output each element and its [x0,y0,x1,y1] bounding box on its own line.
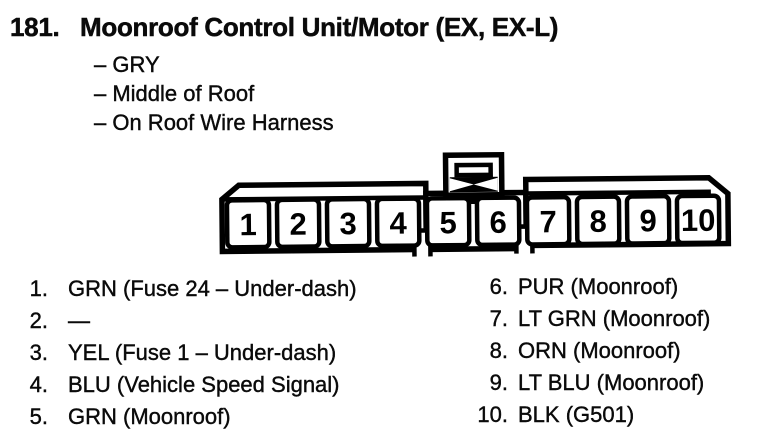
legend-row: 7. LT GRN (Moonroof) [440,306,710,338]
legend-row: 9. LT BLU (Moonroof) [440,370,710,402]
pin-ref: 3. [29,340,48,365]
pin-description: GRN (Fuse 24 – Under-dash) [68,276,357,301]
pin-number: 4 [389,206,407,241]
pin-legend-left: 1. GRN (Fuse 24 – Under-dash) 2. — 3. YE… [0,276,357,436]
latch-cutout-right [473,177,498,191]
pin-number: 8 [589,204,607,239]
legend-row: 3. YEL (Fuse 1 – Under-dash) [0,340,357,372]
pin-description: GRN (Moonroof) [68,404,231,429]
latch-cutout-left [449,178,474,192]
section-number: 181. [10,12,60,43]
pin-number: 10 [681,203,716,238]
section-heading: 181. Moonroof Control Unit/Motor (EX, EX… [10,12,559,43]
note-color: – GRY [94,52,160,77]
connector-notes: – GRY – Middle of Roof – On Roof Wire Ha… [94,50,334,137]
pin-ref: 4. [29,372,48,397]
note-harness: – On Roof Wire Harness [94,110,334,135]
pin-number: 5 [439,205,457,240]
legend-row: 8. ORN (Moonroof) [440,338,710,370]
pin-legend-right: 6. PUR (Moonroof) 7. LT GRN (Moonroof) 8… [440,274,710,434]
pin-description: PUR (Moonroof) [518,274,679,299]
pin-description: — [68,308,90,333]
pin-ref: 2. [29,308,48,333]
pin-number: 2 [289,207,307,242]
pin-cell [274,197,322,250]
pin-description: YEL (Fuse 1 – Under-dash) [68,340,337,365]
pin-ref: 8. [489,338,508,363]
legend-row: 10. BLK (G501) [440,402,710,434]
note-location: – Middle of Roof [94,81,255,106]
connector-right-topface [525,189,711,196]
connector-lock-tab [442,151,505,205]
pin-cell [374,196,422,249]
pin-cell [674,193,722,246]
pin-number: 1 [239,207,257,242]
pin-ref: 7. [489,306,508,331]
pin-description: BLU (Vehicle Speed Signal) [68,372,340,397]
pin-ref: 5. [29,404,48,429]
legend-row: 5. GRN (Moonroof) [0,404,357,436]
lock-tab-slot [454,162,493,178]
pin-description: LT GRN (Moonroof) [518,306,711,331]
page-title: Moonroof Control Unit/Motor (EX, EX-L) [80,12,559,43]
pin-number: 7 [539,204,557,239]
pin-description: ORN (Moonroof) [518,338,681,363]
lock-tab-latch [449,176,498,193]
pin-number: 3 [339,206,357,241]
pin-ref: 6. [489,274,508,299]
pin-ref: 1. [29,276,48,301]
pin-cell [424,195,472,248]
pin-ref: 9. [489,370,508,395]
legend-row: 1. GRN (Fuse 24 – Under-dash) [0,276,357,308]
pin-cell [574,194,622,247]
pin-ref: 10. [477,402,508,427]
pin-description: BLK (G501) [518,402,635,427]
pin-number: 9 [639,203,657,238]
legend-row: 4. BLU (Vehicle Speed Signal) [0,372,357,404]
legend-row: 6. PUR (Moonroof) [440,274,710,306]
pin-cell [524,194,572,247]
pin-description: LT BLU (Moonroof) [518,370,705,395]
pin-cell [224,197,272,250]
pin-number: 6 [489,205,507,240]
pin-cell [624,193,672,246]
pin-cell [324,196,372,249]
pin-cell [474,195,522,248]
legend-row: 2. — [0,308,357,340]
